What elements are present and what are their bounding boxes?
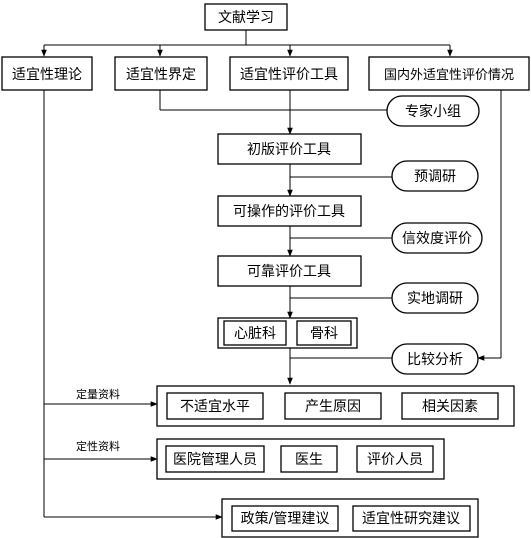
pilot-study-label: 预调研 bbox=[414, 169, 456, 185]
quantitative-label: 定量资料 bbox=[76, 387, 120, 401]
quantitative-item-3: 相关因素 bbox=[422, 399, 478, 415]
quantitative-item-2: 产生原因 bbox=[305, 399, 361, 415]
cardiology-label: 心脏科 bbox=[234, 326, 276, 342]
status-node: 国内外适宜性评价情况 bbox=[368, 56, 530, 91]
theory-node: 适宜性理论 bbox=[1, 56, 93, 91]
field-survey-label: 实地调研 bbox=[407, 291, 463, 307]
theory-label: 适宜性理论 bbox=[12, 67, 82, 83]
outputs-group: 政策/管理建议 适宜性研究建议 bbox=[221, 498, 479, 538]
first-draft-tool-node: 初版评价工具 bbox=[217, 133, 362, 165]
quantitative-item-1: 不适宜水平 bbox=[180, 399, 250, 415]
reliable-tool-node: 可靠评价工具 bbox=[217, 255, 362, 287]
qualitative-group: 医院管理人员 医生 评价人员 bbox=[156, 438, 445, 480]
reliability-validity-node: 信效度评价 bbox=[391, 222, 483, 254]
expert-panel-node: 专家小组 bbox=[386, 95, 480, 127]
qualitative-item-3: 评价人员 bbox=[367, 452, 423, 468]
reliable-tool-label: 可靠评价工具 bbox=[247, 264, 331, 280]
definition-node: 适宜性界定 bbox=[114, 56, 208, 91]
comparative-analysis-label: 比较分析 bbox=[407, 352, 463, 368]
comparative-analysis-node: 比较分析 bbox=[391, 343, 479, 375]
qualitative-label: 定性资料 bbox=[76, 439, 120, 453]
connectors bbox=[41, 30, 502, 520]
field-survey-node: 实地调研 bbox=[391, 282, 479, 314]
orthopedics-label: 骨科 bbox=[310, 326, 338, 342]
literature-label: 文献学习 bbox=[218, 10, 274, 26]
reliability-validity-label: 信效度评价 bbox=[402, 231, 472, 247]
expert-panel-label: 专家小组 bbox=[405, 103, 461, 120]
quantitative-group: 不适宜水平 产生原因 相关因素 bbox=[156, 385, 515, 427]
status-label: 国内外适宜性评价情况 bbox=[384, 67, 514, 83]
tool-label: 适宜性评价工具 bbox=[240, 67, 338, 83]
qualitative-item-1: 医院管理人员 bbox=[173, 452, 257, 468]
tool-node: 适宜性评价工具 bbox=[229, 56, 349, 91]
policy-suggestion-label: 政策/管理建议 bbox=[241, 510, 330, 527]
first-draft-tool-label: 初版评价工具 bbox=[247, 141, 331, 158]
operable-tool-node: 可操作的评价工具 bbox=[217, 195, 362, 227]
definition-label: 适宜性界定 bbox=[126, 67, 196, 83]
qualitative-item-2: 医生 bbox=[295, 452, 323, 468]
pilot-study-node: 预调研 bbox=[391, 160, 479, 192]
departments-node: 心脏科 骨科 bbox=[217, 317, 358, 349]
research-suggestion-label: 适宜性研究建议 bbox=[362, 511, 460, 527]
operable-tool-label: 可操作的评价工具 bbox=[233, 204, 345, 220]
literature-node: 文献学习 bbox=[204, 3, 288, 31]
